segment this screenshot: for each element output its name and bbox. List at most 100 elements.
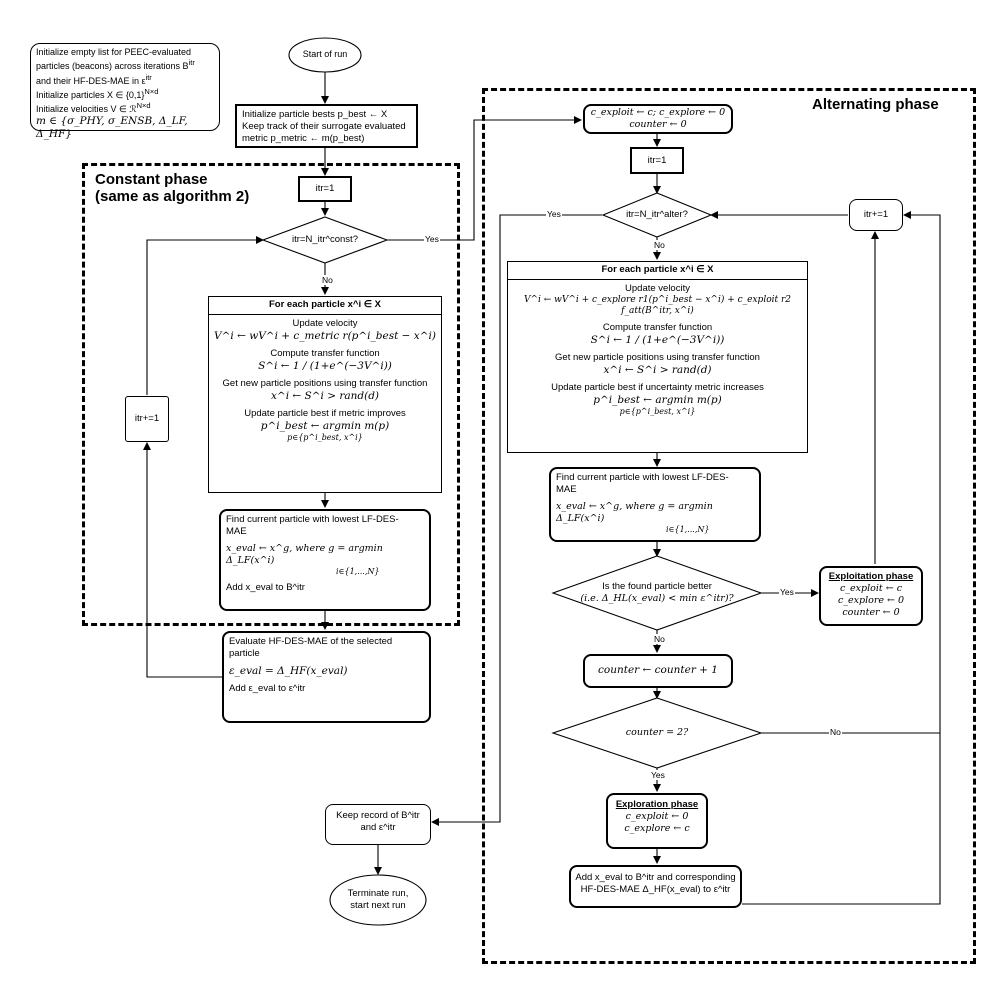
fel-s3: Get new particle positions using transfe… bbox=[222, 377, 428, 389]
fel-s2: Compute transfer function bbox=[270, 347, 380, 359]
init-note-line4-sup: N×d bbox=[144, 86, 159, 96]
eval-hf-add: Add ε_eval to ε^itr bbox=[229, 682, 306, 694]
alt-init-line1: c_exploit ← c; c_explore ← 0 bbox=[590, 107, 726, 118]
init-best-line3: metric p_metric ← m(p_best) bbox=[242, 132, 365, 144]
start-label: Start of run bbox=[302, 49, 348, 60]
find-left-line2: MAE bbox=[226, 525, 247, 537]
init-note-line5: Initialize velocities V ∈ ℛ bbox=[36, 104, 137, 114]
fel-s2m: S^i ← 1 / (1+e^(−3V^i)) bbox=[258, 359, 392, 372]
fel-s3m: x^i ← S^i > rand(d) bbox=[270, 389, 380, 402]
find-right-math: x_eval ← x^g, where g = argmin Δ_LF(x^i) bbox=[556, 500, 713, 524]
add-right-box: Add x_eval to B^itr and corresponding HF… bbox=[569, 865, 742, 908]
decision-alt-shape bbox=[601, 192, 713, 238]
keep-line2: and ε^itr bbox=[360, 821, 396, 833]
for-each-left-box: For each particle x^i ∈ X Update velocit… bbox=[208, 296, 442, 493]
keep-line1: Keep record of B^itr bbox=[336, 810, 420, 821]
itr1-right-box: itr=1 bbox=[630, 147, 684, 174]
constant-title-line2: (same as algorithm 2) bbox=[95, 188, 250, 206]
explore-phase-line2: c_explore ← c bbox=[624, 822, 690, 834]
init-note-line2-sup: itr bbox=[188, 58, 195, 68]
alternating-phase-title: Alternating phase bbox=[812, 96, 939, 113]
fer-s2: Compute transfer function bbox=[602, 322, 713, 334]
yes-counter-label: Yes bbox=[650, 770, 666, 780]
constant-phase-frame bbox=[82, 163, 460, 626]
eval-hf-math: ε_eval = Δ_HF(x_eval) bbox=[229, 664, 348, 677]
find-left-add: Add x_eval to B^itr bbox=[226, 581, 305, 593]
init-note-line2: particles (beacons) across iterations B bbox=[36, 61, 189, 72]
terminate-ellipse bbox=[329, 874, 427, 926]
no-alt-label: No bbox=[653, 240, 666, 250]
explore-phase-line1: c_exploit ← 0 bbox=[625, 810, 689, 822]
init-note-line5-sup: N×d bbox=[136, 101, 151, 110]
fer-s3m: x^i ← S^i > rand(d) bbox=[603, 364, 712, 377]
decision-counter-text: counter = 2? bbox=[625, 726, 689, 738]
fel-s4sub: p∈{p^i_best, x^i} bbox=[287, 432, 363, 442]
no-const-label: No bbox=[321, 275, 334, 285]
find-right-line1: Find current particle with lowest LF-DES… bbox=[556, 472, 729, 483]
yes-alt-label: Yes bbox=[546, 209, 562, 219]
find-right-line2: MAE bbox=[556, 483, 577, 495]
for-each-left-header: For each particle x^i ∈ X bbox=[209, 297, 441, 315]
init-best-line1: Initialize particle bests p_best ← X bbox=[242, 109, 388, 120]
decision-better-shape bbox=[551, 555, 763, 631]
itr-inc-left-label: itr+=1 bbox=[134, 413, 160, 425]
decision-const-shape bbox=[261, 216, 389, 264]
find-right-sub: i∈{1,...,N} bbox=[666, 524, 710, 534]
decision-const-text: itr=N_itr^const? bbox=[292, 233, 358, 245]
terminate-text: Terminate run, start next run bbox=[334, 885, 422, 915]
no-counter-label: No bbox=[829, 727, 842, 737]
eval-hf-line2: particle bbox=[229, 647, 260, 659]
init-note-line4: Initialize particles X ∈ {0,1} bbox=[36, 89, 145, 100]
terminate-line1: Terminate run, bbox=[347, 887, 409, 899]
fer-s4: Update particle best if uncertainty metr… bbox=[551, 382, 764, 394]
find-left-sub: i∈{1,...,N} bbox=[336, 566, 380, 576]
eval-hf-box: Evaluate HF-DES-MAE of the selected part… bbox=[222, 631, 431, 723]
init-best-line2: Keep track of their surrogate evaluated bbox=[242, 120, 406, 132]
fer-s1m: V^i ← wV^i + c_explore r1(p^i_best − x^i… bbox=[523, 294, 792, 316]
find-left-line1: Find current particle with lowest LF-DES… bbox=[226, 514, 399, 525]
add-right-line2: HF-DES-MAE Δ_HF(x_eval) to ε^itr bbox=[580, 883, 731, 895]
init-note-line6: m ∈ {σ_PHY, σ_ENSB, Δ_LF, Δ_HF} bbox=[36, 115, 188, 141]
init-best-box: Initialize particle bests p_best ← X Kee… bbox=[235, 104, 418, 148]
fel-s1: Update velocity bbox=[292, 317, 358, 329]
itr-inc-left-box: itr+=1 bbox=[125, 396, 169, 442]
init-note: Initialize empty list for PEEC-evaluated… bbox=[30, 43, 220, 140]
init-note-line3: and their HF-DES-MAE in ε bbox=[36, 75, 146, 86]
alternating-phase-frame bbox=[482, 88, 976, 964]
find-left-math: x_eval ← x^g, where g = argmin Δ_LF(x^i) bbox=[226, 542, 383, 566]
exploit-phase-line3: counter ← 0 bbox=[842, 606, 900, 618]
fer-s4m: p^i_best ← argmin m(p) bbox=[593, 394, 722, 407]
exploit-phase-title: Exploitation phase bbox=[828, 571, 914, 582]
fel-s4m: p^i_best ← argmin m(p) bbox=[260, 419, 390, 432]
for-each-right-box: For each particle x^i ∈ X Update velocit… bbox=[507, 261, 808, 453]
terminate-line2: start next run bbox=[350, 900, 406, 911]
alt-init-box: c_exploit ← c; c_explore ← 0 counter ← 0 bbox=[583, 104, 733, 134]
fer-s3: Get new particle positions using transfe… bbox=[555, 352, 760, 364]
eval-hf-line1: Evaluate HF-DES-MAE of the selected bbox=[229, 636, 393, 647]
exploit-phase-line1: c_exploit ← c bbox=[839, 582, 903, 594]
exploit-phase-box: Exploitation phase c_exploit ← c c_explo… bbox=[819, 566, 923, 626]
add-right-line1: Add x_eval to B^itr and corresponding bbox=[575, 872, 736, 883]
keep-record-box: Keep record of B^itr and ε^itr bbox=[325, 804, 431, 845]
counter-inc-label: counter ← counter + 1 bbox=[598, 664, 718, 677]
no-better-label: No bbox=[653, 634, 666, 644]
exploit-phase-line2: c_explore ← 0 bbox=[837, 594, 905, 606]
yes-const-label: Yes bbox=[424, 234, 440, 244]
decision-alt-text: itr=N_itr^alter? bbox=[626, 208, 688, 220]
decision-better-line2: (i.e. Δ_HL(x_eval) < min ε^itr)? bbox=[580, 593, 734, 604]
find-right-box: Find current particle with lowest LF-DES… bbox=[549, 467, 761, 542]
for-each-right-header: For each particle x^i ∈ X bbox=[508, 262, 807, 280]
itr1-left-label: itr=1 bbox=[315, 183, 335, 195]
alt-init-line2: counter ← 0 bbox=[629, 118, 687, 130]
find-left-box: Find current particle with lowest LF-DES… bbox=[219, 509, 431, 611]
fer-s2m: S^i ← 1 / (1+e^(−3V^i)) bbox=[590, 334, 725, 347]
counter-inc-box: counter ← counter + 1 bbox=[583, 654, 733, 688]
itr1-left-box: itr=1 bbox=[298, 176, 352, 202]
decision-better-text: Is the found particle better (i.e. Δ_HL(… bbox=[575, 575, 739, 611]
itr1-right-label: itr=1 bbox=[647, 154, 667, 166]
decision-counter-shape bbox=[551, 697, 763, 769]
itr-inc-right-label: itr+=1 bbox=[863, 209, 889, 221]
fer-s4sub: p∈{p^i_best, x^i} bbox=[619, 407, 696, 417]
constant-title-line1: Constant phase bbox=[95, 171, 208, 188]
explore-phase-box: Exploration phase c_exploit ← 0 c_explor… bbox=[606, 793, 708, 849]
